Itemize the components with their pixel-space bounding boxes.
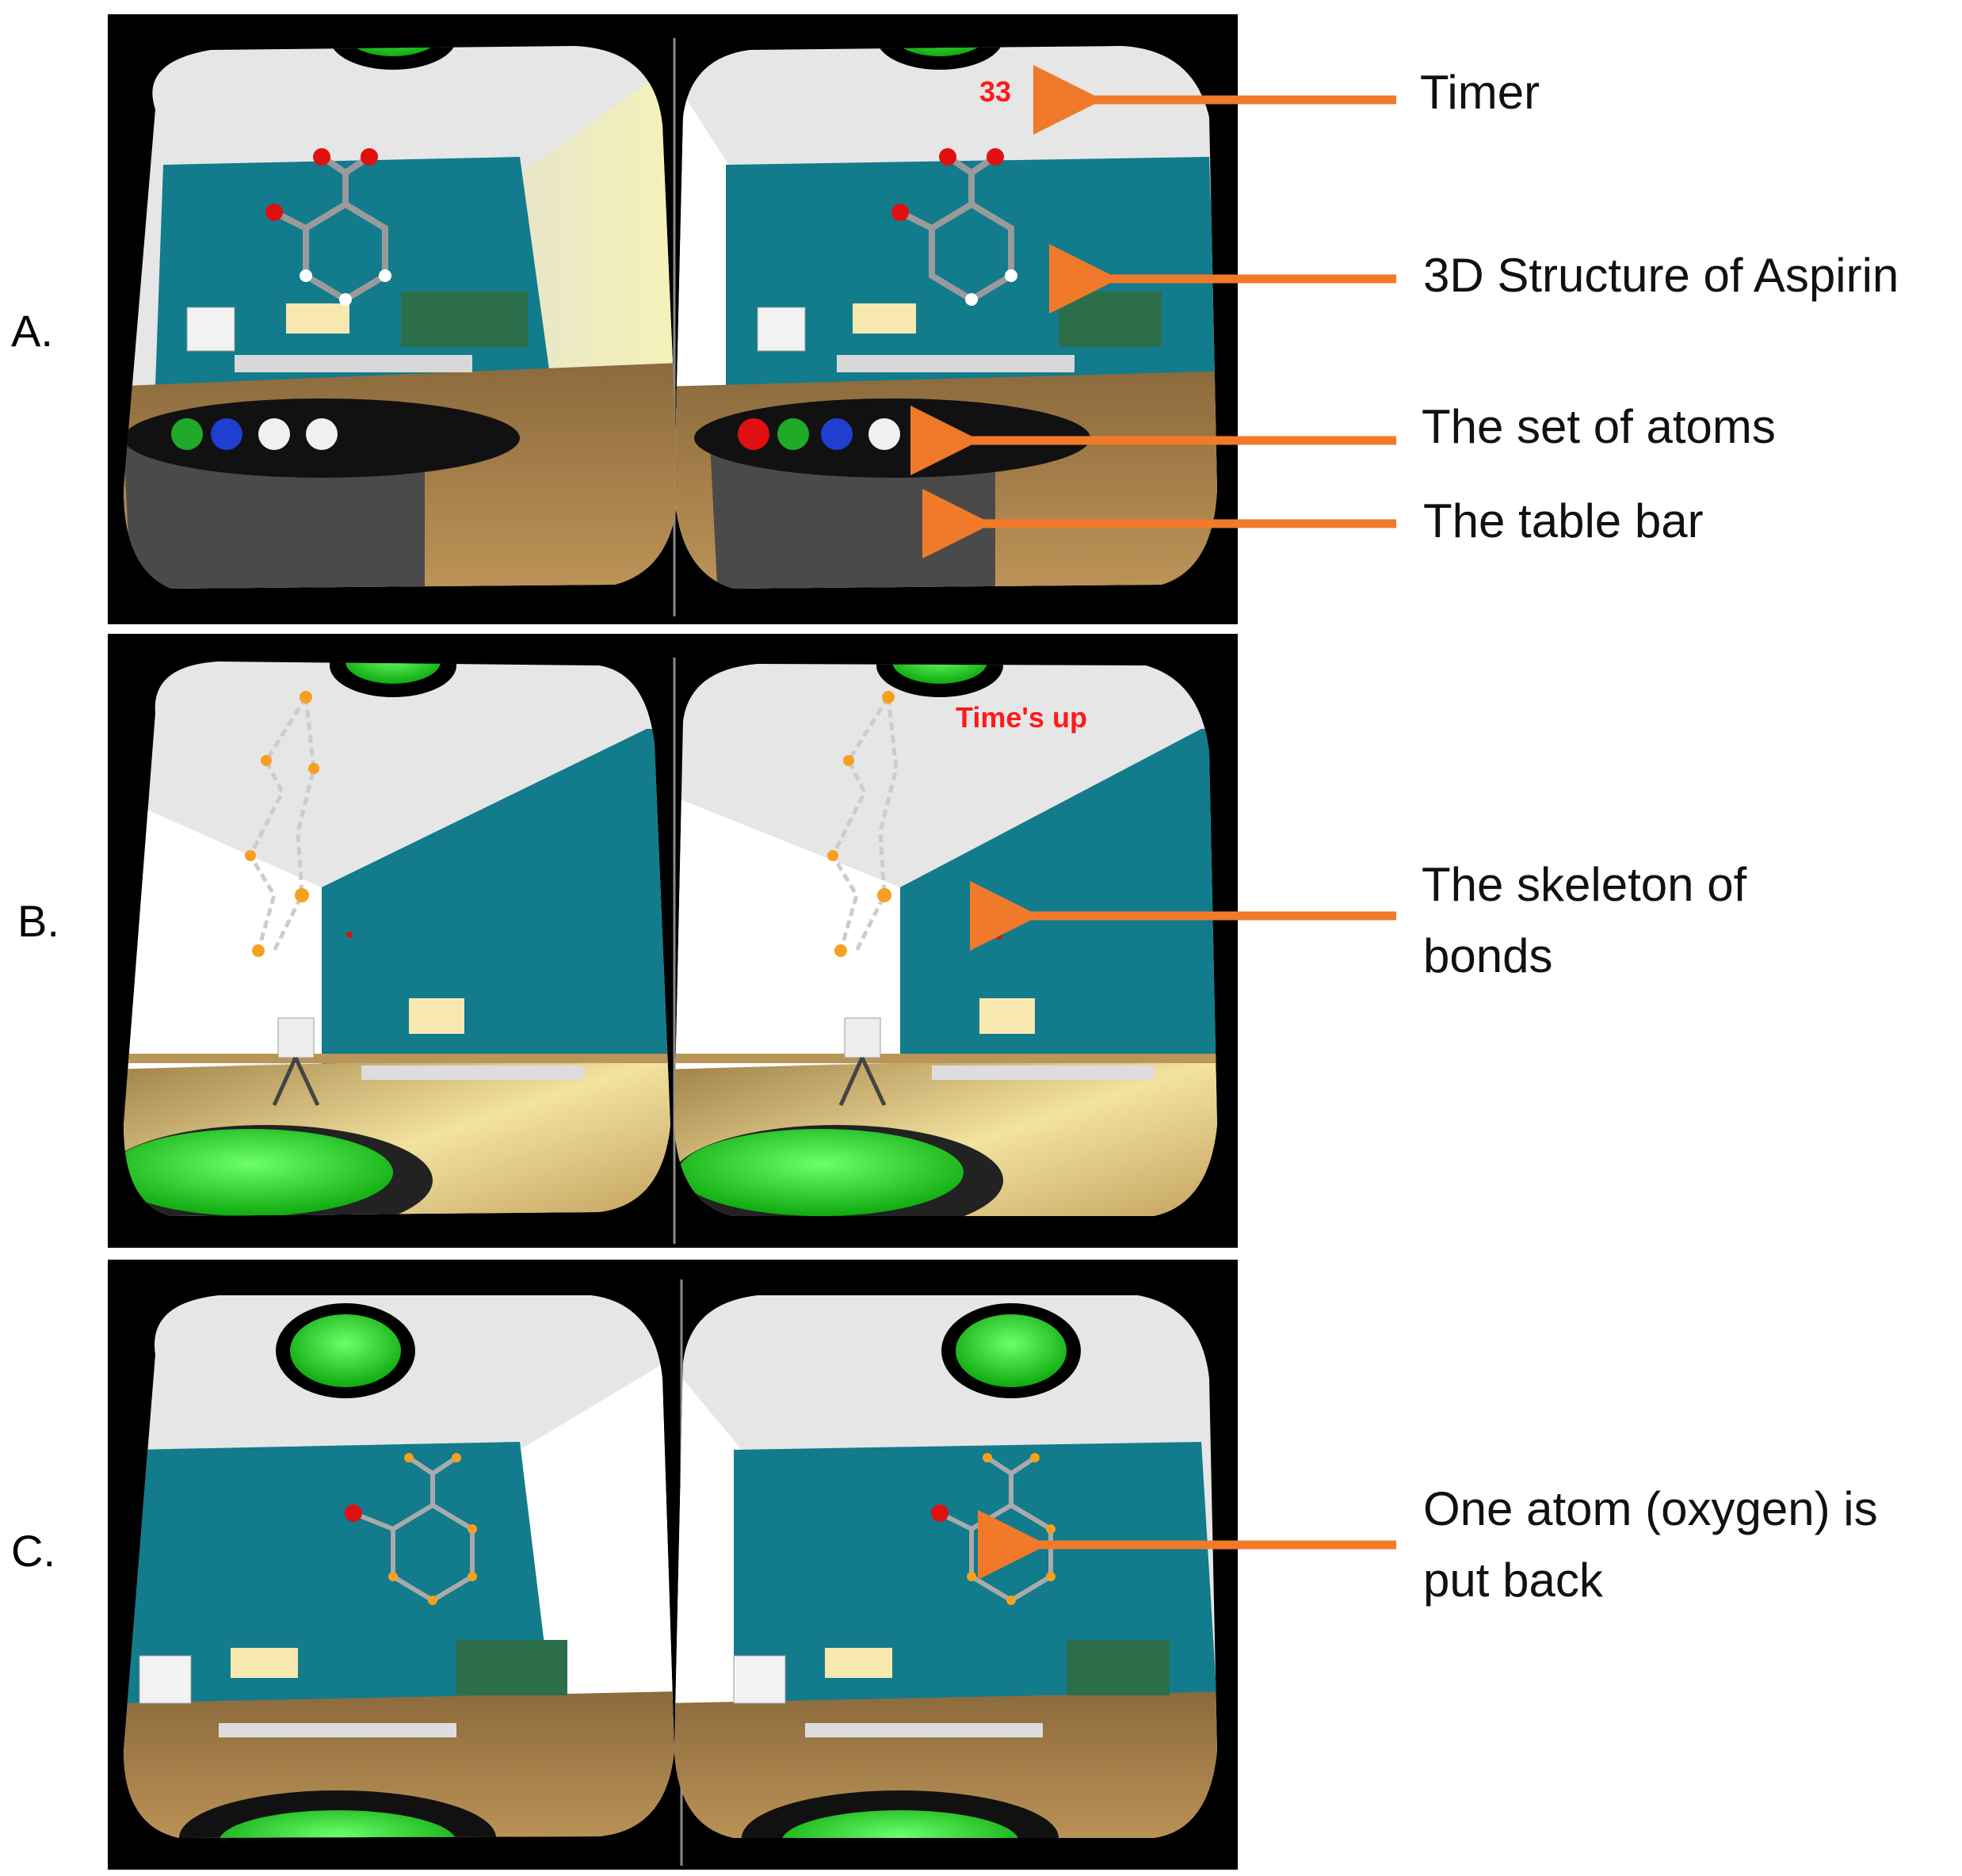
label-table-bar: The table bar (1423, 494, 1704, 547)
lens-left-a (124, 46, 678, 589)
lens-right-c (674, 1295, 1217, 1838)
label-timer: Timer (1420, 66, 1540, 119)
lens-left-c (124, 1295, 674, 1838)
panel-label-a: A. (11, 306, 53, 356)
timer-readout: 33 (979, 75, 1011, 108)
lens-left-b (124, 662, 670, 1216)
oxygen-atom-icon (931, 1504, 949, 1522)
vr-screenshot-c (108, 1260, 1238, 1870)
label-3d-structure: 3D Structure of Aspirin (1423, 249, 1899, 302)
lens-right-b: Time's up (674, 664, 1217, 1216)
label-skeleton-line1: The skeleton of (1422, 858, 1747, 911)
label-oxygen-line1: One atom (oxygen) is (1423, 1482, 1878, 1535)
vr-screenshot-b: Time's up (108, 634, 1238, 1248)
panel-label-c: C. (11, 1526, 55, 1576)
panel-label-b: B. (17, 896, 59, 946)
times-up-readout: Time's up (956, 701, 1087, 734)
label-skeleton-line2: bonds (1423, 929, 1553, 982)
label-set-of-atoms: The set of atoms (1422, 400, 1776, 453)
label-oxygen-line2: put back (1423, 1554, 1603, 1607)
